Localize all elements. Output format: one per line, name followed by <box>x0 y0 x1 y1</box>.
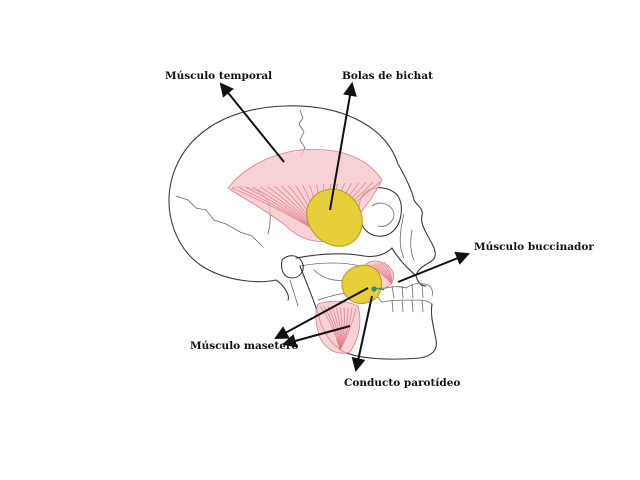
mandible-notch <box>314 270 346 281</box>
arrow-temporal <box>221 84 284 162</box>
nasal-cavity <box>400 214 414 260</box>
zygomatic-arch-lower <box>300 263 360 266</box>
label-bolas-de-bichat: Bolas de bichat <box>342 70 433 82</box>
label-conducto-parotideo: Conducto parotídeo <box>344 377 460 389</box>
orbit-inner <box>372 203 394 226</box>
zygomatic-arch <box>296 248 392 258</box>
lower-teeth <box>382 300 432 312</box>
face-profile <box>398 164 435 276</box>
label-musculo-masetero: Músculo masetero <box>190 340 298 352</box>
label-musculo-temporal: Músculo temporal <box>165 70 272 82</box>
styloid <box>290 280 298 306</box>
masseter-muscle <box>316 301 360 353</box>
maxilla <box>392 248 426 286</box>
label-musculo-buccinador: Músculo buccinador <box>474 241 594 253</box>
bichat-fat-pad-lower <box>342 265 381 303</box>
occipital-suture <box>176 196 262 246</box>
coronal-suture <box>299 110 305 156</box>
